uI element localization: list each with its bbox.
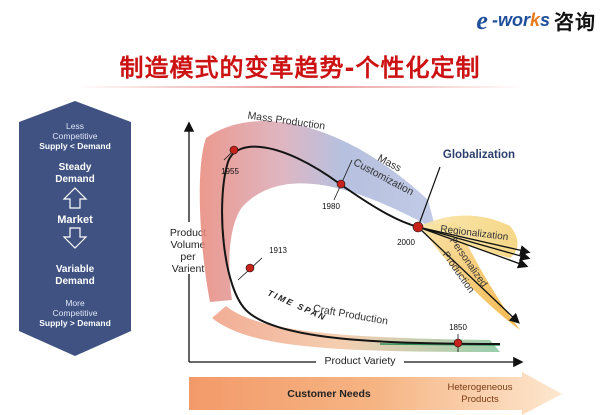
y-axis-label-line2: Volume xyxy=(170,239,205,251)
logo-chinese-text: 咨询 xyxy=(554,10,596,34)
arrow-1 xyxy=(417,226,531,256)
logo-works-part-k: k xyxy=(529,10,540,30)
market-center-label: Market xyxy=(57,214,93,226)
market-bottom-line2: Competitive xyxy=(53,308,98,318)
arrow-4 xyxy=(417,226,520,324)
logo-works-part-b: s xyxy=(539,10,550,30)
logo-works-part-a: -wor xyxy=(491,10,530,30)
globalization-leader xyxy=(417,166,441,228)
label-globalization: Globalization xyxy=(443,149,515,161)
craft-production-band xyxy=(212,306,500,352)
point-1913 xyxy=(245,263,255,273)
y-axis-label-line3: per xyxy=(180,251,196,263)
tick-1980 xyxy=(333,159,353,201)
market-top-line1: Less xyxy=(66,121,84,131)
heterogeneous-line2: Products xyxy=(461,394,499,405)
timeline-markers: 1955 1980 2000 1913 1850 xyxy=(221,145,467,352)
year-1913: 1913 xyxy=(269,246,287,255)
market-variable-line1: Variable xyxy=(56,264,95,275)
point-1980 xyxy=(336,179,346,189)
y-axis-label-line4: Varient xyxy=(172,263,205,275)
logo-e-letter: e xyxy=(476,5,488,35)
point-1955 xyxy=(229,145,239,155)
point-2000 xyxy=(412,221,424,233)
globalization-arrows xyxy=(417,166,531,324)
down-arrow-icon xyxy=(62,227,88,249)
market-top-line2: Competitive xyxy=(53,131,98,141)
eworks-logo: e -works 咨询 xyxy=(476,6,596,35)
x-axis-label-bg xyxy=(316,352,404,370)
heterogeneous-line1: Heterogeneous xyxy=(448,382,513,393)
regionalization-band xyxy=(420,215,518,258)
page-title: 制造模式的变革趋势-个性化定制 xyxy=(119,54,481,82)
customer-needs-bar xyxy=(189,372,562,415)
customer-needs-arrow: Customer Needs Heterogeneous Products xyxy=(189,372,562,415)
y-axis-label-line1: Product xyxy=(170,227,206,239)
logo-works-text: -works xyxy=(492,10,550,31)
evolution-curve xyxy=(221,145,501,345)
mass-production-band xyxy=(199,121,436,303)
year-1850: 1850 xyxy=(449,323,467,332)
up-arrow-icon xyxy=(62,187,88,209)
market-variable-line2: Demand xyxy=(55,276,94,287)
arrow-3 xyxy=(417,226,529,269)
market-steady-line1: Steady xyxy=(59,162,92,173)
year-2000: 2000 xyxy=(397,238,415,247)
year-1955: 1955 xyxy=(221,167,239,176)
market-top-line3: Supply < Demand xyxy=(39,141,111,151)
title-underline xyxy=(75,86,525,88)
market-steady-line2: Demand xyxy=(55,174,94,185)
arrow-2 xyxy=(417,226,531,261)
x-axis-label: Product Variety xyxy=(324,355,396,367)
market-bottom-line1: More xyxy=(65,298,85,308)
point-1850 xyxy=(453,338,463,348)
market-double-arrow: Less Competitive Supply < Demand Steady … xyxy=(19,101,131,356)
customer-needs-label: Customer Needs xyxy=(287,388,371,400)
market-bottom-line3: Supply > Demand xyxy=(39,318,111,328)
year-1980: 1980 xyxy=(322,202,340,211)
